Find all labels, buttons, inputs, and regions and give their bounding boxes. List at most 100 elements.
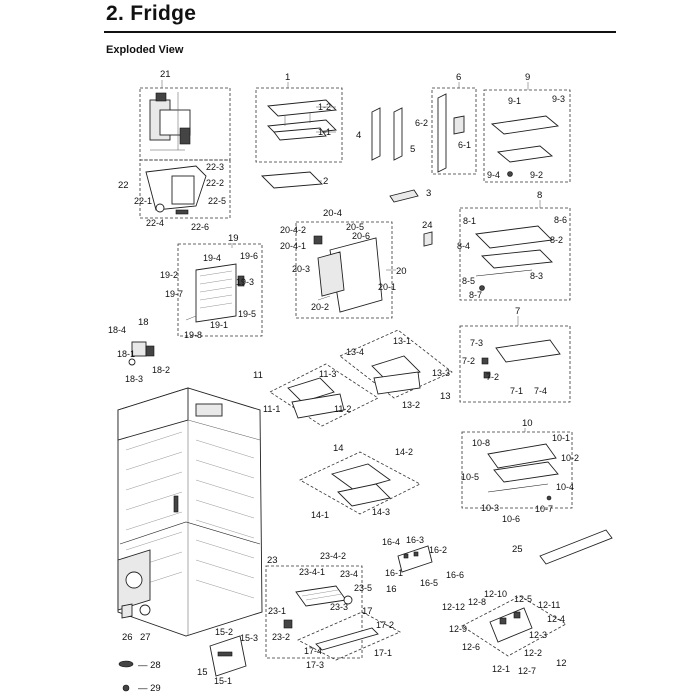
label-20-2: 20-2 xyxy=(311,302,329,312)
module-16-body-part xyxy=(397,545,433,573)
label-24: 24 xyxy=(422,220,433,231)
ice-bucket-clip-part xyxy=(175,209,189,215)
rail-right-part xyxy=(393,107,403,161)
assembly-box-20 xyxy=(295,221,393,319)
label-18-4: 18-4 xyxy=(108,325,126,335)
module-15-strip-part xyxy=(217,651,233,657)
label-11-1: 11-1 xyxy=(263,404,280,414)
assembly-box-7 xyxy=(459,325,571,403)
label-19-1: 19-1 xyxy=(210,320,228,330)
module-17-rail-part xyxy=(315,627,379,651)
label-20: 20 xyxy=(396,266,407,277)
label-6-1: 6-1 xyxy=(458,140,471,150)
label-5: 5 xyxy=(410,144,415,155)
label-19-5: 19-5 xyxy=(238,309,256,319)
label-26: 26 xyxy=(122,632,133,643)
label-8-7: 8-7 xyxy=(469,290,482,300)
clip-24-part xyxy=(423,231,433,247)
label-20-6: 20-6 xyxy=(352,231,370,241)
label-15: 15 xyxy=(197,667,208,678)
shelf-9-glass-part xyxy=(496,145,554,163)
shelf-7-hinge-part xyxy=(483,371,491,379)
label-15-3: 15-3 xyxy=(240,633,258,643)
part-29 xyxy=(122,684,130,692)
module-12-body-part xyxy=(489,607,533,643)
label-19-8: 19-8 xyxy=(184,330,202,340)
rail-left-part xyxy=(371,107,381,161)
dispenser-panel-group xyxy=(295,221,393,319)
module-12-switch-part xyxy=(499,617,507,625)
label-2: 2 xyxy=(323,176,328,187)
label-22-6: 22-6 xyxy=(191,222,209,232)
label-18-3: 18-3 xyxy=(125,374,143,384)
ice-bucket-screw-part xyxy=(155,203,165,213)
label-10: 10 xyxy=(522,418,533,429)
label-19: 19 xyxy=(228,233,239,244)
label-16-6: 16-6 xyxy=(446,570,464,580)
label-20-4: 20-4 xyxy=(323,208,342,219)
label-23-1: 23-1 xyxy=(268,606,286,616)
label-11: 11 xyxy=(253,370,263,381)
label-12-9: 12-9 xyxy=(449,624,467,634)
bracket-part xyxy=(389,189,419,203)
part-27 xyxy=(139,604,151,616)
label-12-8: 12-8 xyxy=(468,597,486,607)
label-22-3: 22-3 xyxy=(206,162,224,172)
label-18-2: 18-2 xyxy=(152,365,170,375)
assembly-box-13 xyxy=(339,329,453,399)
loose-parts-group xyxy=(118,603,151,692)
label-8-2: 8-2 xyxy=(550,235,563,245)
label-8-3: 8-3 xyxy=(530,271,543,281)
label-7: 7 xyxy=(515,306,520,317)
label-10-6: 10-6 xyxy=(502,514,520,524)
label-17-2: 17-2 xyxy=(376,620,394,630)
label-19-2: 19-2 xyxy=(160,270,178,280)
light-cover-part xyxy=(453,115,465,135)
assembly-box-23 xyxy=(265,565,363,659)
label-12-7: 12-7 xyxy=(518,666,536,676)
evaporator-sensor-part xyxy=(237,275,245,287)
label-6: 6 xyxy=(456,72,461,83)
shelf-8-glass-part xyxy=(481,249,553,269)
label-12-6: 12-6 xyxy=(462,642,480,652)
label-9: 9 xyxy=(525,72,530,83)
label-23-4-1: 23-4-1 xyxy=(299,567,325,577)
shelf-9-group xyxy=(483,89,571,183)
label-16-3: 16-3 xyxy=(406,535,424,545)
page-title: 2. Fridge xyxy=(106,2,197,25)
ice-maker-group xyxy=(139,87,231,219)
shelf-8-screw-part xyxy=(479,285,485,291)
label-10-3: 10-3 xyxy=(481,503,499,513)
label-29: — 29 xyxy=(138,683,161,694)
label-21: 21 xyxy=(160,69,171,80)
module-23-knob-part xyxy=(343,595,353,605)
label-17-3: 17-3 xyxy=(306,660,324,670)
label-10-8: 10-8 xyxy=(472,438,490,448)
label-15-2: 15-2 xyxy=(215,627,233,637)
label-18: 18 xyxy=(138,317,149,328)
label-14-1: 14-1 xyxy=(311,510,329,520)
label-23-4: 23-4 xyxy=(340,569,358,579)
label-17-4: 17-4 xyxy=(304,646,322,656)
label-16-5: 16-5 xyxy=(420,578,438,588)
label-9-4: 9-4 xyxy=(487,170,500,180)
module-23-group xyxy=(265,565,363,659)
label-12-12: 12-12 xyxy=(442,602,465,612)
label-12-3: 12-3 xyxy=(529,630,547,640)
label-12-5: 12-5 xyxy=(514,594,532,604)
part-28 xyxy=(118,660,134,668)
shelf-9-screw-part xyxy=(507,171,513,177)
label-19-7: 19-7 xyxy=(165,289,183,299)
label-12-10: 12-10 xyxy=(484,589,507,599)
label-19-4: 19-4 xyxy=(203,253,221,263)
label-23-2: 23-2 xyxy=(272,632,290,642)
shelf-9-frame-part xyxy=(490,115,560,135)
label-8-6: 8-6 xyxy=(554,215,567,225)
label-7-1: 7-1 xyxy=(510,386,523,396)
label-16: 16 xyxy=(386,584,397,595)
label-10-1: 10-1 xyxy=(552,433,570,443)
panel-20-3-part xyxy=(317,251,345,297)
label-13-2: 13-2 xyxy=(402,400,420,410)
label-9-3: 9-3 xyxy=(552,94,565,104)
label-20-5: 20-5 xyxy=(346,222,364,232)
